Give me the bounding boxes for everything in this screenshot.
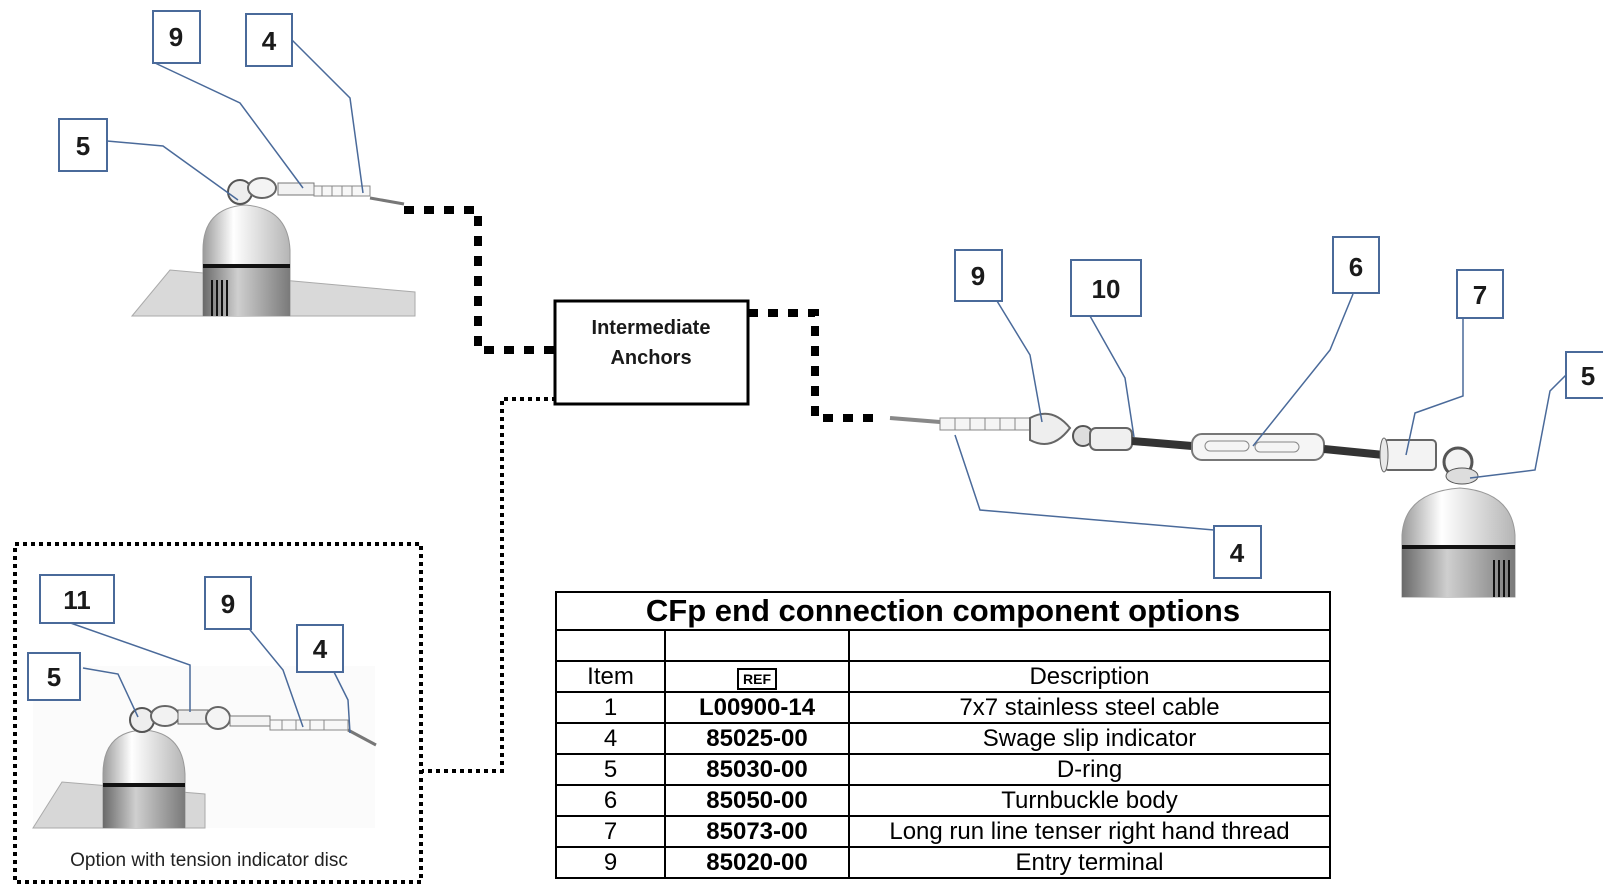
svg-text:4: 4	[313, 634, 328, 664]
svg-text:9: 9	[971, 261, 985, 291]
intermediate-anchors-line1: Intermediate	[592, 317, 711, 339]
table-row: 1 L00900-14 7x7 stainless steel cable	[555, 691, 1331, 724]
svg-text:4: 4	[262, 26, 277, 56]
callout-10-right: 10	[1070, 259, 1142, 317]
table-row: 5 85030-00 D-ring	[555, 753, 1331, 786]
header-ref: REF	[664, 660, 850, 693]
header-description: Description	[848, 660, 1331, 693]
svg-text:5: 5	[1581, 361, 1595, 391]
component-options-table: CFp end connection component options Ite…	[555, 591, 1331, 879]
callout-4-option: 4	[296, 624, 344, 673]
callout-9-top-left: 9	[152, 10, 201, 64]
callouts-right: 9 10 6 7 5 4	[954, 236, 1603, 579]
callouts-option: 11 9 4 5	[27, 574, 344, 701]
leader-lines	[61, 39, 1567, 734]
table-header-row: Item REF Description	[555, 660, 1331, 693]
svg-text:7: 7	[1473, 280, 1487, 310]
svg-text:9: 9	[169, 22, 183, 52]
header-item: Item	[555, 660, 666, 693]
intermediate-anchors-line2: Anchors	[610, 347, 691, 369]
table-title: CFp end connection component options	[555, 591, 1331, 631]
callout-7-right: 7	[1456, 269, 1504, 319]
ref-icon: REF	[737, 667, 777, 690]
svg-text:11: 11	[63, 585, 91, 615]
svg-text:5: 5	[47, 662, 61, 692]
callout-4-right: 4	[1213, 525, 1262, 579]
svg-text:4: 4	[1230, 538, 1245, 568]
table-title-row: CFp end connection component options	[555, 591, 1331, 631]
intermediate-anchors-box: Intermediate Anchors	[553, 299, 750, 406]
callout-11-option: 11	[39, 574, 115, 624]
svg-text:6: 6	[1349, 252, 1363, 282]
option-assembly	[32, 666, 377, 829]
svg-text:5: 5	[76, 131, 90, 161]
callouts-top-left: 9 4 5	[58, 10, 293, 172]
cable-path-connectors	[13, 206, 882, 884]
callout-9-option: 9	[204, 576, 252, 630]
table-row: 9 85020-00 Entry terminal	[555, 846, 1331, 879]
callout-5-top-left: 5	[58, 118, 108, 172]
callout-6-right: 6	[1332, 236, 1380, 294]
callout-4-top-left: 4	[245, 13, 293, 67]
table-row: 7 85073-00 Long run line tenser right ha…	[555, 815, 1331, 848]
table-row: 6 85050-00 Turnbuckle body	[555, 784, 1331, 817]
callout-9-right: 9	[954, 249, 1003, 302]
svg-text:9: 9	[221, 589, 235, 619]
top-left-assembly	[130, 177, 416, 317]
right-assembly	[889, 412, 1516, 598]
callout-5-right: 5	[1565, 351, 1603, 399]
svg-text:10: 10	[1092, 274, 1121, 304]
callout-5-option: 5	[27, 652, 81, 701]
table-blank-row	[555, 629, 1331, 662]
table-row: 4 85025-00 Swage slip indicator	[555, 722, 1331, 755]
option-caption: Option with tension indicator disc	[70, 850, 348, 871]
